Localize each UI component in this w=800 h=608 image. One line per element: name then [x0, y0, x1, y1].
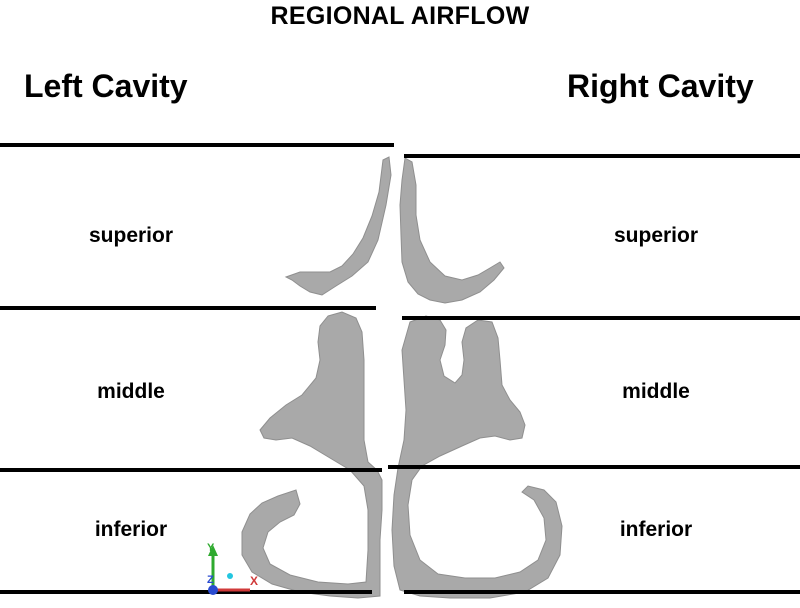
left-region-superior: superior [88, 224, 174, 247]
z-axis-origin [208, 585, 218, 595]
axis-label-x: X [250, 574, 258, 588]
left-cavity-shape [241, 156, 392, 599]
left-region-inferior: inferior [94, 518, 168, 541]
left-cavity-label: Left Cavity [24, 68, 188, 104]
axis-label-z: Z [207, 574, 214, 586]
diagram-title: REGIONAL AIRFLOW [270, 2, 530, 30]
left-region-middle: middle [97, 380, 165, 403]
right-cavity-label: Right Cavity [567, 68, 754, 104]
right-region-inferior: inferior [619, 518, 693, 541]
nasal-cavity-shapes [241, 156, 563, 599]
right-region-middle: middle [622, 380, 690, 403]
y-axis-arrowhead [208, 545, 218, 556]
region-divider-lines [0, 143, 800, 594]
right-cavity-shape [391, 157, 563, 599]
right-region-superior: superior [613, 224, 699, 247]
axis-triad [208, 545, 250, 595]
origin-dot [227, 573, 233, 579]
axis-label-y: Y [207, 542, 215, 554]
